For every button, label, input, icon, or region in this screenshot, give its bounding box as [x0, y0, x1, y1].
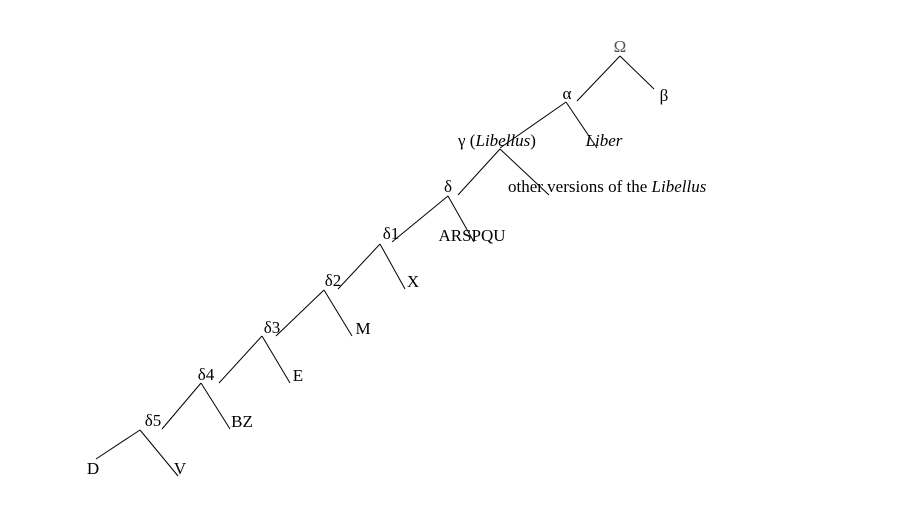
edge-delta2-delta3 [275, 289, 325, 337]
edge-delta-arspqu [447, 195, 475, 243]
edge-delta1-delta2 [337, 243, 381, 290]
node-delta5: δ5 [144, 411, 162, 430]
node-omega: Ω [613, 37, 627, 56]
node-bz: BZ [231, 412, 253, 431]
node-liber-text: Liber [585, 131, 623, 150]
node-x: X [406, 272, 420, 291]
node-beta: β [659, 86, 669, 105]
edge-delta3-e [261, 335, 291, 384]
edge-alpha-liber [565, 101, 598, 149]
edge-delta5-d [95, 429, 141, 460]
node-gamma-italic: Libellus [475, 131, 531, 150]
node-delta: δ [443, 177, 453, 196]
node-delta3: δ3 [263, 318, 281, 337]
node-v: V [173, 459, 187, 478]
node-m: M [355, 319, 371, 338]
node-arspqu: ARSPQU [438, 226, 506, 245]
edge-delta-delta1 [391, 195, 449, 243]
edge-gamma-delta [457, 148, 501, 196]
edge-gamma-other [499, 148, 550, 196]
node-alpha: α [562, 84, 572, 103]
edge-alpha-gamma [499, 101, 567, 149]
edge-omega-alpha [576, 55, 621, 102]
node-gamma-suffix: ) [530, 131, 536, 150]
node-other-versions: other versions of the Libellus [508, 177, 706, 197]
node-delta4: δ4 [197, 365, 215, 384]
node-liber: Liber [586, 131, 623, 151]
edge-delta4-bz [200, 382, 231, 430]
edge-delta2-m [323, 289, 353, 337]
edge-delta1-x [379, 243, 406, 290]
edge-delta3-delta4 [218, 335, 263, 384]
node-delta1: δ1 [382, 224, 400, 243]
node-d: D [86, 459, 100, 478]
node-delta2: δ2 [324, 271, 342, 290]
edge-delta4-delta5 [161, 382, 202, 430]
edge-delta5-v [139, 429, 179, 477]
node-other-prefix: other versions of the [508, 177, 652, 196]
node-gamma-prefix: γ ( [458, 131, 476, 150]
node-e: E [292, 366, 304, 385]
edge-omega-beta [619, 55, 655, 90]
node-other-italic: Libellus [651, 177, 707, 196]
node-gamma: γ (Libellus) [458, 131, 536, 151]
